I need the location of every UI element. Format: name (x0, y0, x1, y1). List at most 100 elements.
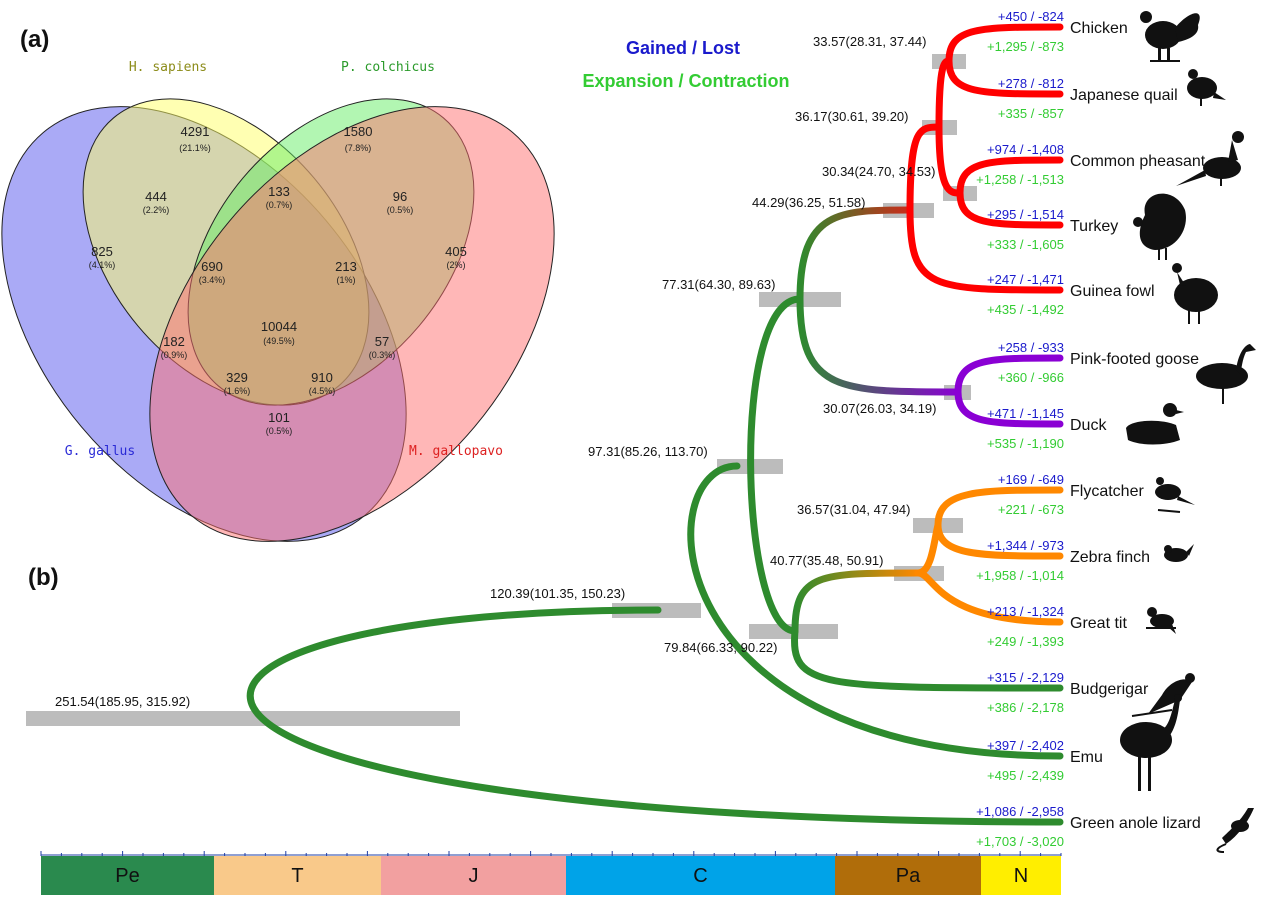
node-label-44: 44.29(36.25, 51.58) (752, 195, 865, 210)
taxon-name-green-anole-lizard: Green anole lizard (1070, 815, 1201, 832)
ci-bar-root (26, 711, 460, 726)
expansion-contraction-great-tit: +249 / -1,393 (987, 634, 1064, 649)
venn-pct-gg-mg: (0.5%) (266, 426, 293, 436)
venn-count-gg-hs-mg: 910 (311, 370, 333, 385)
taxon-name-duck: Duck (1070, 417, 1107, 434)
gained-lost-zebra-finch: +1,344 / -973 (987, 538, 1064, 553)
node-label-97: 97.31(85.26, 113.70) (588, 444, 708, 459)
gained-lost-duck: +471 / -1,145 (987, 406, 1064, 421)
venn-set-m-gallopavo (149, 106, 555, 542)
branch-great-tit (914, 569, 1064, 626)
venn-label-m-gallopavo: M. gallopavo (409, 444, 503, 459)
timescale-periods: Pe T J C Pa N (41, 856, 1061, 895)
branch-anseriformes (796, 295, 962, 396)
venn-count-gg-pc: 182 (163, 334, 185, 349)
venn-count-hs-pc: 133 (268, 184, 290, 199)
venn-pct-pc-mg: (0.5%) (387, 205, 414, 215)
venn-count-hs: 4291 (181, 124, 210, 139)
venn-count-gg-mg: 101 (268, 410, 290, 425)
venn-pct-gg-hs-pc: (3.4%) (199, 275, 226, 285)
expansion-contraction-pink-footed-goose: +360 / -966 (998, 370, 1064, 385)
venn-label-p-colchicus: P. colchicus (341, 60, 435, 75)
period-label-pa: Pa (896, 865, 921, 887)
venn-label-h-sapiens: H. sapiens (129, 60, 207, 75)
period-t (214, 856, 381, 895)
venn-pct-hs-pc-mg: (1%) (336, 275, 355, 285)
branch-galliformes (796, 206, 914, 303)
taxon-name-zebra-finch: Zebra finch (1070, 549, 1150, 566)
gained-lost-guinea-fowl: +247 / -1,471 (987, 272, 1064, 287)
green-anole-lizard-silhouette-icon (1216, 808, 1254, 853)
branch-neoaves (747, 295, 804, 635)
node-label-34: 33.57(28.31, 37.44) (813, 34, 926, 49)
node-label-37: 36.57(31.04, 47.94) (797, 502, 910, 517)
expansion-contraction-common-pheasant: +1,258 / -1,513 (976, 172, 1064, 187)
taxon-name-emu: Emu (1070, 749, 1103, 766)
venn-count-mg: 405 (445, 244, 467, 259)
node-label-80: 79.84(66.33, 90.22) (664, 640, 777, 655)
expansion-contraction-budgerigar: +386 / -2,178 (987, 700, 1064, 715)
venn-pct-gg-hs-mg: (4.5%) (309, 386, 336, 396)
expansion-contraction-chicken: +1,295 / -873 (987, 39, 1064, 54)
venn-pct-gg-pc: (0.9%) (161, 350, 188, 360)
gained-lost-budgerigar: +315 / -2,129 (987, 670, 1064, 685)
timescale-ticks (40, 851, 1062, 856)
expansion-contraction-guinea-fowl: +435 / -1,492 (987, 302, 1064, 317)
branch-pink-footed-goose (954, 354, 1064, 396)
taxon-name-japanese-quail: Japanese quail (1070, 87, 1178, 104)
node-age-labels: 251.54(185.95, 315.92) 120.39(101.35, 15… (55, 34, 936, 709)
branch-gal-upper (906, 123, 943, 214)
gained-lost-emu: +397 / -2,402 (987, 738, 1064, 753)
emu-silhouette-icon (1120, 694, 1182, 791)
expansion-contraction-flycatcher: +221 / -673 (998, 502, 1064, 517)
gained-lost-common-pheasant: +974 / -1,408 (987, 142, 1064, 157)
branch-japanese-quail (945, 57, 1064, 98)
venn-pct-mg: (2%) (446, 260, 465, 270)
node-label-root: 251.54(185.95, 315.92) (55, 694, 190, 709)
node-label-30a: 30.34(24.70, 34.53) (822, 164, 935, 179)
branch-chicken (945, 23, 1064, 65)
period-pa (835, 856, 981, 895)
venn-count-gg: 825 (91, 244, 113, 259)
venn-pct-all: (49.5%) (263, 336, 295, 346)
taxon-name-chicken: Chicken (1070, 20, 1128, 37)
chicken-silhouette-icon (1140, 11, 1200, 62)
legend-expansion-contraction: Expansion / Contraction (582, 71, 789, 91)
period-n (981, 856, 1061, 895)
gained-lost-pink-footed-goose: +258 / -933 (998, 340, 1064, 355)
period-label-t: T (291, 865, 303, 887)
species-silhouettes (1120, 11, 1256, 853)
expansion-contraction-japanese-quail: +335 / -857 (998, 106, 1064, 121)
venn-pct-hs-pc: (0.7%) (266, 200, 293, 210)
expansion-contraction-duck: +535 / -1,190 (987, 436, 1064, 451)
branch-zebra-finch (934, 521, 1064, 560)
expansion-contraction-green-anole-lizard: +1,703 / -3,020 (976, 834, 1064, 849)
gained-lost-turkey: +295 / -1,514 (987, 207, 1064, 222)
venn-pct-pc: (7.8%) (345, 143, 372, 153)
venn-count-pc-mg: 96 (393, 189, 407, 204)
venn-label-g-gallus: G. gallus (65, 444, 135, 459)
gained-lost-flycatcher: +169 / -649 (998, 472, 1064, 487)
geologic-timescale: Pe T J C Pa N (40, 851, 1062, 895)
node-label-120: 120.39(101.35, 150.23) (490, 586, 625, 601)
period-label-n: N (1014, 865, 1028, 887)
period-label-j: J (469, 865, 479, 887)
common-pheasant-silhouette-icon (1176, 131, 1244, 186)
gained-lost-great-tit: +213 / -1,324 (987, 604, 1064, 619)
zebra-finch-silhouette-icon (1164, 544, 1194, 562)
venn-pct-hs: (21.1%) (179, 143, 211, 153)
venn-pct-gg-hs: (2.2%) (143, 205, 170, 215)
period-pe (41, 856, 214, 895)
branch-guinea-fowl (906, 206, 1064, 294)
venn-count-gg-hs-pc: 690 (201, 259, 223, 274)
taxon-name-flycatcher: Flycatcher (1070, 483, 1144, 500)
node-label-36a: 36.17(30.61, 39.20) (795, 109, 908, 124)
period-label-pe: Pe (115, 865, 139, 887)
venn-pct-hs-mg: (0.3%) (369, 350, 396, 360)
legend-gained-lost: Gained / Lost (626, 38, 740, 58)
period-label-c: C (693, 865, 707, 887)
gained-lost-japanese-quail: +278 / -812 (998, 76, 1064, 91)
taxa-labels: Chicken+450 / -824+1,295 / -873Japanese … (976, 9, 1206, 849)
great-tit-silhouette-icon (1146, 607, 1176, 634)
branch-emu-clade (687, 462, 1064, 760)
